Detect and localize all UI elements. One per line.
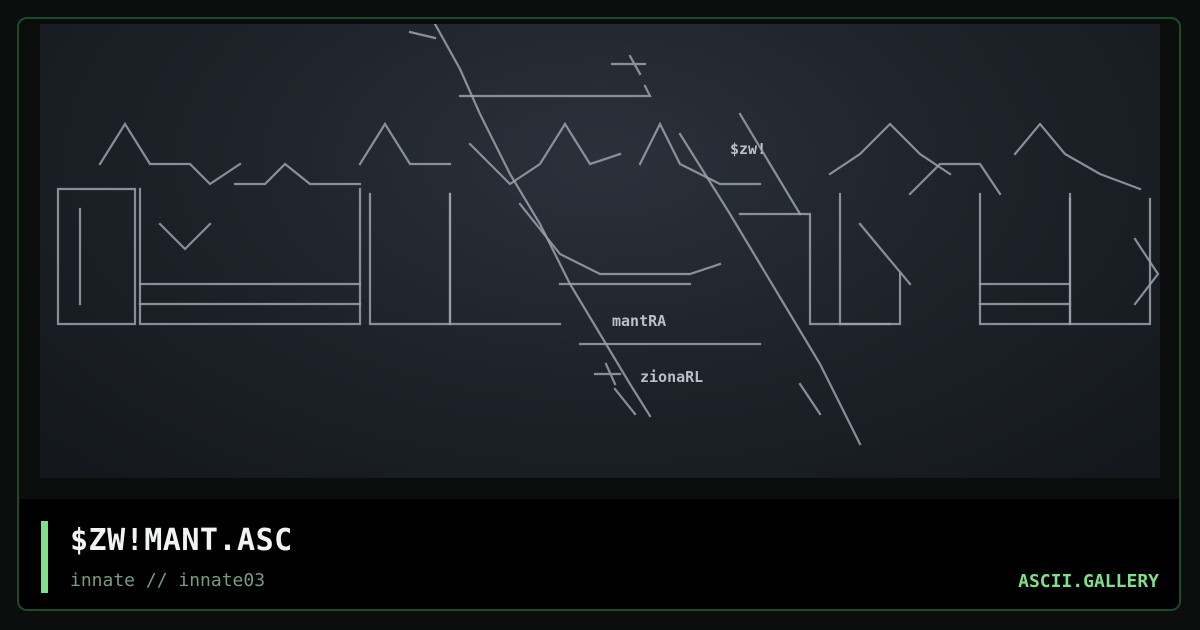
ascii-art-image: $zw! mantRA zionaRL bbox=[56, 24, 1160, 446]
info-bar: $ZW!MANT.ASC innate // innate03 ASCII.GA… bbox=[19, 499, 1179, 609]
site-brand[interactable]: ASCII.GALLERY bbox=[1018, 571, 1159, 592]
accent-bar bbox=[41, 521, 48, 593]
art-label-zionarl: zionaRL bbox=[640, 368, 703, 386]
artwork-subtitle: innate // innate03 bbox=[70, 570, 266, 591]
card-frame: $zw! mantRA zionaRL $ZW!MANT.ASC innate … bbox=[17, 17, 1181, 611]
artwork-title: $ZW!MANT.ASC bbox=[70, 523, 293, 558]
art-label-zw: $zw! bbox=[730, 140, 766, 158]
art-label-mantra: mantRA bbox=[612, 312, 666, 330]
ascii-art-preview[interactable]: $zw! mantRA zionaRL bbox=[40, 24, 1160, 478]
